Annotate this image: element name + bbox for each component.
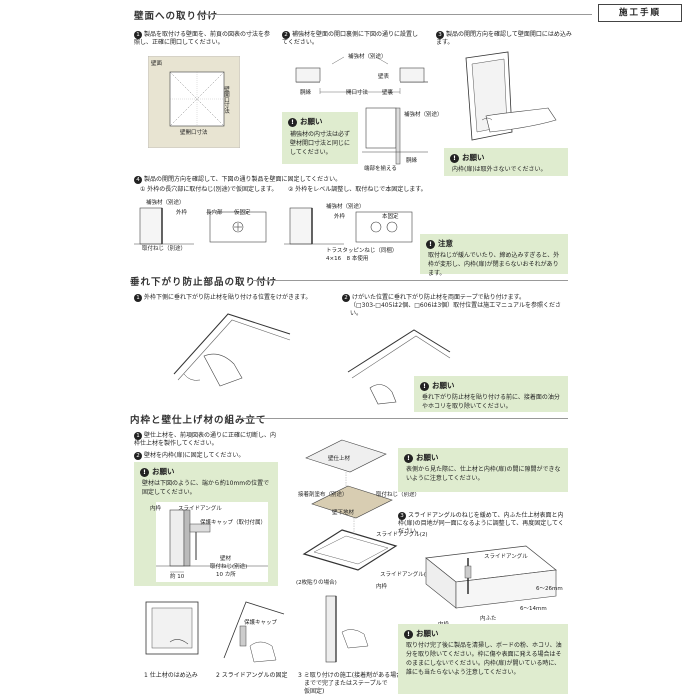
opening-width-label: 壁開口寸法 (180, 130, 208, 136)
explode-slide2-label: スライドアングル(2) (376, 532, 428, 538)
explode-base-label: 壁下地材 (332, 510, 355, 516)
explode-bond-label: (2枚貼りの場合) (296, 580, 337, 586)
reinforce-label-4: 補強材（別途） (146, 200, 185, 206)
section2-rule (252, 280, 568, 281)
detail-dist-label: 約 10 (170, 574, 185, 580)
alert-icon: ! (404, 629, 413, 639)
slot-label: 長穴部 (206, 210, 223, 216)
thumb2-caption: 2 スライドアングルの固定 (216, 672, 288, 679)
reinforce-side-diagram (362, 107, 428, 165)
thumb2-illustration (223, 601, 285, 663)
caution-icon: ! (426, 239, 435, 249)
marking-illustration (173, 313, 291, 387)
alert-icon: ! (420, 381, 429, 391)
note3-box: !注意 取付ねじが緩んでいたり、締め込みすぎると、外枠が変形し、内枠(扉)が閉ま… (420, 234, 568, 277)
explode-slide1-label: スライドアングル(1) (380, 572, 432, 578)
reinforce2-label-4: 補強材（別途） (326, 204, 365, 210)
wall-fix-detail (156, 502, 268, 582)
detail-wall-label: 壁材 (220, 556, 232, 562)
opening-height-label: 壁開口寸法 (223, 86, 229, 114)
install-panel-illustration (465, 51, 557, 141)
screw-label: 取付ねじ（別途） (142, 246, 187, 252)
fixed-label: 本固定 (382, 214, 399, 220)
alert-icon: ! (404, 453, 413, 463)
thumb1-caption: 1 仕上材のはめ込み (144, 672, 198, 679)
explode-inner-label: 内枠 (376, 584, 388, 590)
s2-step2b-text: （□303-□405は2個、□606は3個）取付位置は施工マニュアルを参照くださ… (350, 302, 561, 317)
slide-angle-diagram (425, 545, 557, 609)
detail-cap-label: 保護キャップ（取付付属） (200, 520, 267, 526)
step3-gap1-label: 6～26mm (536, 586, 563, 592)
detail-screw-label: 取付ねじ(別途) (210, 564, 248, 570)
section3-title: 内枠と壁仕上げ材の組み立て (130, 415, 267, 426)
outer2-label: 外枠 (334, 214, 346, 220)
detail-inner-label: 内枠 (150, 506, 162, 512)
note1-box: !お願い 補強材の内寸法は必ず壁材開口寸法と同じにしてください。 (282, 112, 358, 164)
section3-rule (238, 418, 568, 419)
thumb3-illustration (325, 595, 369, 663)
align-label: 端部を揃える (364, 166, 397, 172)
opening-dim-label: 開口寸法 (346, 90, 369, 96)
step4-sub2: ② 外枠をレベル調整し、取付ねじで本固定します。 (288, 186, 427, 193)
thumb3-caption: 3 ミ取り付けの施工(接着剤がある場合) (298, 672, 405, 679)
explode-adhesive-label: 接着剤塗布（別途） (298, 492, 348, 498)
outer-frame-label: 外枠 (176, 210, 188, 216)
wall-face-label: 壁表 (378, 74, 390, 80)
detail-count-label: 10 カ所 (216, 572, 236, 578)
reinforce2-label: 補強材（別途） (404, 112, 443, 118)
s2-note-box: !お願い 垂れ下がり防止材を貼り付ける前に、接着面の油分やホコリを取り除いてくだ… (414, 376, 568, 412)
note2-box: !お願い 内枠(扉)は取外さないでください。 (444, 148, 568, 176)
temp-fix-label: 仮固定 (234, 210, 251, 216)
thumb2-cap-label: 保護キャップ (244, 620, 278, 626)
section2-title: 垂れ下がり防止部品の取り付け (130, 277, 278, 288)
wall-label: 壁面 (151, 61, 163, 67)
step3-slide-label: スライドアングル (484, 554, 528, 560)
explode-finish-label: 壁仕上材 (328, 456, 351, 462)
frame-label: 胴縁 (300, 90, 312, 96)
wall-back-label: 壁裏 (382, 90, 394, 96)
s3-note3-box: !お願い 取り付け完了後に製品を清掃し、ボードの粉、ホコリ、油分を取り除いてくだ… (398, 624, 568, 694)
wall-opening-diagram (148, 56, 240, 148)
reinforcement-diagram (295, 56, 428, 94)
screws-label: トラスタッピンねじ（同梱） (326, 248, 398, 254)
alert-icon: ! (288, 117, 297, 127)
step3-gap2-label: 6～14mm (520, 606, 547, 612)
detail-slide-label: スライドアングル (178, 506, 222, 512)
step3-lid-label: 内ふた (480, 616, 497, 622)
temp-fix-diagram (134, 207, 267, 245)
section1-rule (200, 14, 592, 15)
s3-note2-box: !お願い 表側から見た際に、仕上材と内枠(扉)の間に隙間ができないように注意して… (398, 448, 568, 492)
explode-screw-label: 取付ねじ（別途） (376, 492, 421, 498)
step4-sub1: ① 外枠の長穴部に取付ねじ(別途)で仮固定します。 (140, 186, 278, 193)
final-fix-diagram (284, 207, 413, 245)
exploded-assembly-view (302, 439, 398, 571)
thumb3-caption3: 仮固定) (304, 688, 325, 695)
s3-note1-box: !お願い 壁材は下図のように、端から約10mmの位置で固定してください。 (134, 462, 278, 586)
frame2-label: 胴縁 (406, 158, 418, 164)
alert-icon: ! (140, 467, 149, 477)
attach-illustration (347, 329, 451, 405)
thumb3-caption2: までで完了またはステープルで (304, 680, 388, 687)
alert-icon: ! (450, 153, 459, 163)
procedure-badge: 施工手順 (598, 4, 682, 22)
reinforce-label: 補強材（別途） (348, 54, 387, 60)
screws-count-label: 4×16 8 本使用 (326, 256, 369, 262)
section1-title: 壁面への取り付け (134, 11, 219, 22)
thumb1-illustration (145, 601, 199, 655)
